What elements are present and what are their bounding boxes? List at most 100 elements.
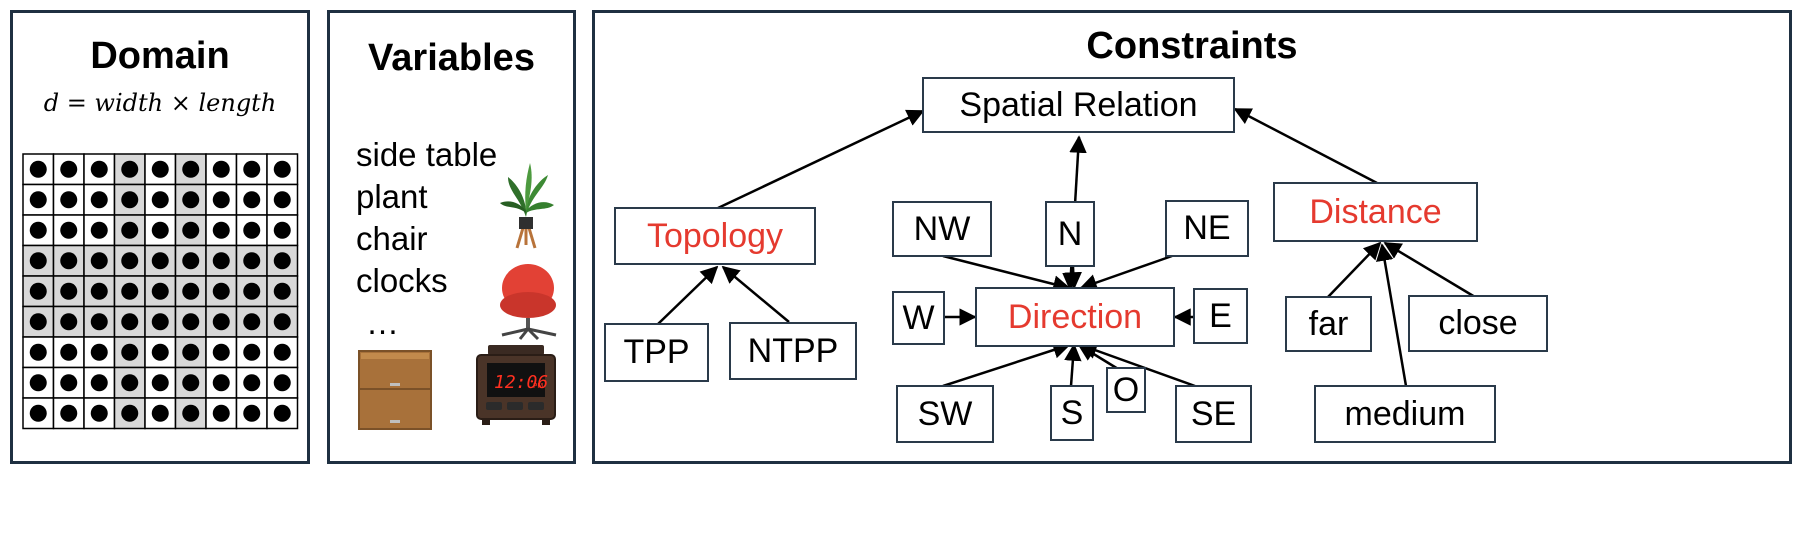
grid-dot	[60, 191, 78, 209]
grid-dot	[273, 160, 291, 178]
grid-dot	[182, 160, 200, 178]
grid-dot	[90, 343, 108, 361]
variable-item: plant	[356, 178, 428, 215]
spatial-relation-node: Spatial Relation	[922, 77, 1235, 133]
variable-item: …	[366, 304, 399, 341]
grid-dot	[29, 191, 47, 209]
grid-dot	[121, 404, 139, 422]
clock-icon: 12:06 PM	[476, 345, 556, 425]
grid-dot	[273, 404, 291, 422]
grid-dot	[151, 343, 169, 361]
grid-dot	[212, 160, 230, 178]
arrow-se-to-direction	[1079, 342, 1196, 388]
chair-icon	[500, 264, 557, 341]
grid-dot	[151, 374, 169, 392]
grid-dot	[60, 282, 78, 300]
grid-dot	[151, 252, 169, 270]
arrow-distance-to-spatial	[1233, 107, 1378, 185]
clock-suffix: PM	[533, 382, 543, 390]
o-node: O	[1106, 367, 1146, 413]
grid-dot	[212, 221, 230, 239]
grid-dot	[90, 313, 108, 331]
grid-dot	[29, 282, 47, 300]
grid-dot	[243, 404, 261, 422]
grid-dot	[60, 343, 78, 361]
grid-dot	[273, 343, 291, 361]
grid-dot	[243, 191, 261, 209]
domain-grid	[22, 153, 299, 430]
grid-dot	[60, 313, 78, 331]
grid-dot	[243, 252, 261, 270]
grid-dot	[243, 282, 261, 300]
domain-panel: Domain d = width × length	[10, 10, 310, 464]
grid-dot	[121, 374, 139, 392]
distance-node: Distance	[1273, 182, 1478, 242]
e-node: E	[1193, 288, 1248, 344]
grid-dot	[151, 313, 169, 331]
constraints-panel: Constraints Spatial Relation	[592, 10, 1792, 464]
grid-dot	[90, 282, 108, 300]
se-node: SE	[1175, 385, 1252, 443]
far-node: far	[1285, 296, 1372, 352]
grid-dot	[90, 374, 108, 392]
grid-dot	[182, 221, 200, 239]
grid-dot	[121, 160, 139, 178]
side-table-icon	[358, 350, 432, 430]
sw-node: SW	[896, 385, 994, 443]
variables-list: side table plant chair clocks …	[356, 134, 497, 344]
grid-dot	[121, 191, 139, 209]
topology-node: Topology	[614, 207, 816, 265]
grid-dot	[60, 374, 78, 392]
grid-dot	[212, 404, 230, 422]
grid-dot	[212, 252, 230, 270]
grid-dot	[151, 221, 169, 239]
arrow-sw-to-direction	[942, 341, 1071, 388]
arrow-topology-to-spatial	[717, 109, 925, 210]
grid-dot	[29, 404, 47, 422]
grid-dot	[243, 313, 261, 331]
grid-dot	[151, 282, 169, 300]
grid-dot	[60, 160, 78, 178]
grid-dot	[182, 404, 200, 422]
s-node: S	[1050, 385, 1094, 441]
grid-dot	[273, 374, 291, 392]
grid-dot	[90, 221, 108, 239]
grid-dot	[212, 191, 230, 209]
arrow-nw-to-direction	[942, 254, 1071, 293]
variable-item: chair	[356, 220, 428, 257]
arrow-far-to-distance	[1327, 241, 1382, 298]
grid-dot	[182, 313, 200, 331]
variables-panel: Variables side table plant chair clocks …	[327, 10, 576, 464]
grid-dot	[151, 404, 169, 422]
grid-dot	[29, 343, 47, 361]
grid-dot	[212, 282, 230, 300]
domain-formula: d = width × length	[43, 89, 277, 117]
ntpp-node: NTPP	[729, 322, 857, 380]
grid-dot	[182, 252, 200, 270]
grid-dot	[90, 191, 108, 209]
domain-title: Domain	[90, 35, 230, 77]
ne-node: NE	[1165, 200, 1249, 257]
grid-dot	[182, 191, 200, 209]
direction-node: Direction	[975, 287, 1175, 347]
n-node: N	[1045, 201, 1095, 267]
grid-dot	[121, 252, 139, 270]
grid-dot	[121, 343, 139, 361]
grid-dot	[182, 282, 200, 300]
grid-dot	[121, 221, 139, 239]
grid-dot	[121, 313, 139, 331]
grid-dot	[212, 343, 230, 361]
plant-icon	[500, 163, 554, 249]
medium-node: medium	[1314, 385, 1496, 443]
grid-dot	[212, 374, 230, 392]
grid-dot	[60, 252, 78, 270]
grid-dot	[90, 252, 108, 270]
grid-dot	[151, 191, 169, 209]
arrow-medium-to-distance	[1376, 243, 1408, 387]
w-node: W	[892, 291, 945, 345]
grid-dot	[121, 282, 139, 300]
grid-dot	[273, 282, 291, 300]
tpp-node: TPP	[604, 323, 709, 382]
grid-cell	[266, 244, 299, 277]
grid-cell	[174, 275, 207, 308]
